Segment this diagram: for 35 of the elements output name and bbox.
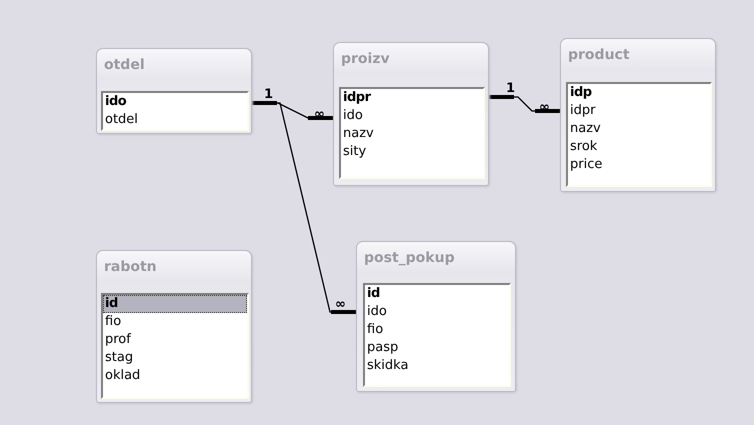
- field-name: sity: [342, 143, 368, 161]
- table-window: [356, 241, 516, 392]
- primary-key-field: ido: [103, 93, 247, 111]
- field-name: fio: [104, 313, 122, 331]
- field-name: srok: [569, 138, 598, 156]
- field-name: pasp: [366, 339, 400, 357]
- field-name: price: [569, 156, 604, 174]
- primary-key-field: id: [365, 285, 509, 303]
- relationship-line: [487, 95, 562, 113]
- table-title: post_pokup: [364, 250, 455, 266]
- primary-key-field: id: [103, 295, 247, 313]
- primary-key-field: idpr: [341, 89, 483, 107]
- table-title: product: [568, 47, 630, 63]
- table-window: [96, 250, 252, 403]
- table-title: proizv: [341, 51, 390, 67]
- table-window: [560, 38, 716, 192]
- cardinality-label: 1: [506, 82, 516, 95]
- field-name: otdel: [104, 111, 139, 129]
- field-name: nazv: [342, 125, 375, 143]
- field-name: stag: [104, 349, 134, 367]
- primary-key-field: idp: [568, 84, 710, 102]
- table-title: otdel: [104, 57, 145, 73]
- field-name: nazv: [569, 120, 602, 138]
- table-window: [333, 42, 489, 186]
- cardinality-label: 1: [264, 88, 274, 101]
- field-name: oklad: [104, 367, 142, 385]
- field-name: skidka: [366, 357, 410, 375]
- table-title: rabotn: [104, 259, 157, 275]
- table-window: [96, 48, 252, 134]
- field-name: ido: [366, 303, 388, 321]
- field-name: idpr: [569, 102, 596, 120]
- cardinality-label: ∞: [335, 298, 346, 311]
- field-name: ido: [342, 107, 364, 125]
- field-name: fio: [366, 321, 384, 339]
- field-name: prof: [104, 331, 132, 349]
